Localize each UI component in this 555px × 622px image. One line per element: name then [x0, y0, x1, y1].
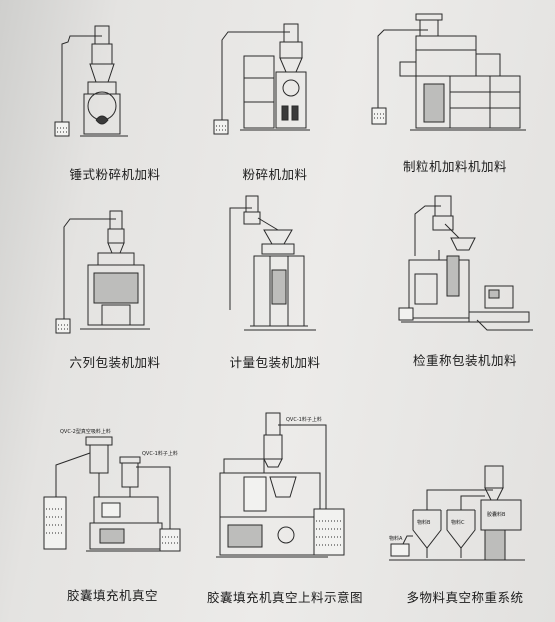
caption-granulator: 制粒机加料机加料 — [402, 159, 507, 174]
figure-multi-material-weighing: 胶囊料B 物料B 物料C 物料A 多物料真空称重系统 — [385, 450, 545, 605]
figure-capsule-filler-diagram: QVC-1料子上料 胶囊填充机真空上料示意图 — [200, 405, 370, 605]
annotation-material-c: 物料C — [451, 519, 465, 526]
caption-metering-packer: 计量包装机加料 — [229, 355, 321, 370]
capsule-filler-diagram-drawing: QVC-1料子上料 — [216, 412, 345, 558]
caption-crusher: 粉碎机加料 — [242, 167, 308, 182]
figure-checkweigher-packer: 检重称包装机加料 — [385, 190, 545, 375]
caption-capsule-filler-diagram: 胶囊填充机真空上料示意图 — [206, 590, 363, 605]
caption-multi-material-weighing: 多物料真空称重系统 — [406, 590, 524, 605]
annotation-material-b: 物料B — [417, 519, 431, 526]
figure-crusher: 粉碎机加料 — [200, 20, 350, 190]
granulator-drawing — [371, 13, 526, 131]
caption-checkweigher-packer: 检重称包装机加料 — [412, 353, 517, 368]
caption-six-column-packer: 六列包装机加料 — [69, 355, 161, 370]
crusher-drawing — [213, 23, 310, 135]
multi-material-weighing-drawing: 胶囊料B 物料B 物料C 物料A — [389, 465, 525, 561]
annotation-qvc2: QVC-2型真空吸料上料 — [60, 428, 111, 435]
annotation-material-a: 物料A — [389, 535, 403, 542]
annotation-qvc1: QVC-1料子上料 — [142, 450, 178, 457]
caption-capsule-filler: 胶囊填充机真空 — [66, 588, 158, 603]
six-column-packer-drawing — [55, 210, 150, 334]
figure-metering-packer: 计量包装机加料 — [200, 190, 350, 375]
annotation-qvc1-diagram: QVC-1料子上料 — [286, 416, 322, 423]
checkweigher-packer-drawing — [398, 195, 533, 331]
capsule-filler-drawing: QVC-2型真空吸料上料 QVC-1料子上料 — [43, 428, 181, 552]
figure-capsule-filler: QVC-2型真空吸料上料 QVC-1料子上料 胶囊填充机真空 — [30, 405, 195, 605]
figure-granulator: 制粒机加料机加料 — [370, 10, 540, 190]
figure-hammer-mill: 锤式粉碎机加料 — [40, 20, 190, 190]
annotation-capsule-material-b: 胶囊料B — [487, 511, 506, 518]
hammer-mill-drawing — [54, 25, 128, 137]
metering-packer-drawing — [229, 195, 316, 331]
figure-six-column-packer: 六列包装机加料 — [40, 205, 190, 375]
caption-hammer-mill: 锤式粉碎机加料 — [69, 167, 161, 182]
